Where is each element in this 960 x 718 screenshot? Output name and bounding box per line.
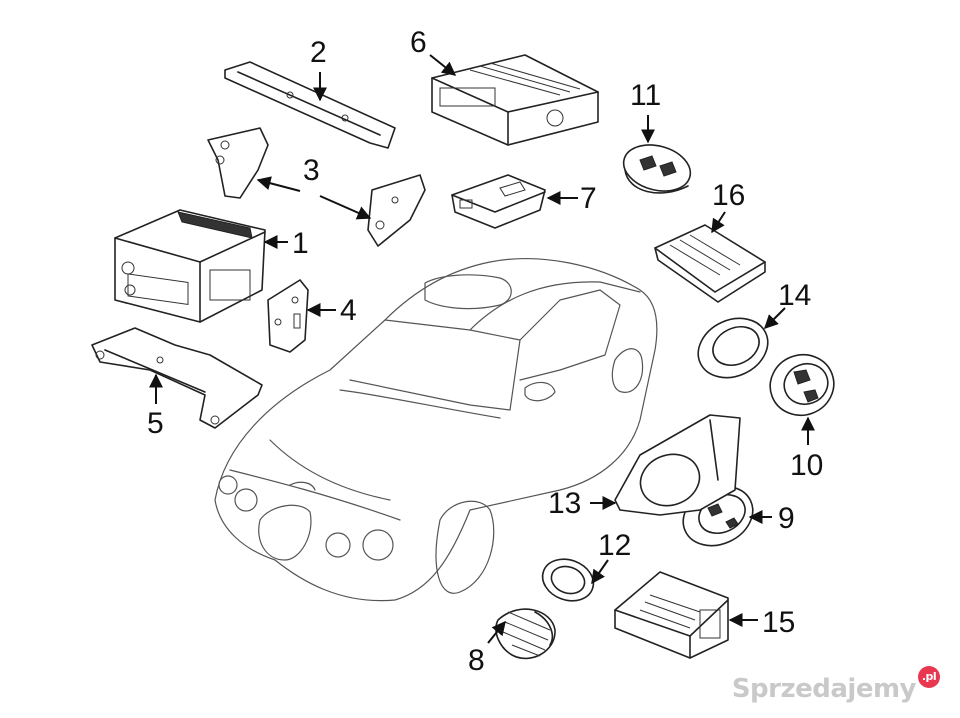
part-3-bracket-pair [207,127,426,247]
watermark-text: Sprzedajemy [731,674,917,704]
part-13-speaker-bracket [614,414,741,516]
leader-8 [487,620,506,644]
pl-circle-icon: .pl [918,666,940,688]
leader-12 [591,559,609,585]
callout-13: 13 [548,487,581,520]
leader-lines [149,54,815,644]
part-12-speaker-ring [541,558,595,602]
callout-8: 8 [468,644,485,677]
callout-2: 2 [310,36,327,69]
callout-16: 16 [712,179,745,212]
part-4-mount-plate [267,279,309,353]
callout-5: 5 [147,407,164,440]
callout-14: 14 [778,279,811,312]
callout-10: 10 [790,449,823,482]
part-5-support-frame [91,327,263,429]
watermark-logo: Sprzedajemy .pl [731,666,940,704]
callout-labels: 1 2 3 4 5 6 7 8 9 10 11 12 13 14 15 16 [147,26,823,677]
part-7-control-module [451,174,546,229]
part-11-speaker [622,144,692,194]
leader-14 [764,307,786,329]
leader-3a [256,176,301,192]
callout-1: 1 [292,227,309,260]
part-10-speaker [769,353,835,417]
part-1-radio-unit [114,209,266,323]
part-6-cd-changer [431,54,599,146]
leader-16 [711,211,726,234]
part-14-speaker-ring [697,317,769,379]
leader-3b [319,195,372,220]
callout-15: 15 [762,606,795,639]
callout-3: 3 [303,154,320,187]
callout-7: 7 [580,182,597,215]
callout-6: 6 [410,26,427,59]
callout-11: 11 [630,79,661,112]
callout-9: 9 [778,502,795,535]
part-15-amplifier [614,571,729,659]
callout-12: 12 [598,529,631,562]
part-8-speaker-grille [495,608,556,660]
car-body [214,258,658,602]
leader-6 [429,54,457,76]
part-2-trim-strip [224,61,396,149]
callout-4: 4 [340,294,357,327]
part-16-amplifier-board [654,224,766,303]
